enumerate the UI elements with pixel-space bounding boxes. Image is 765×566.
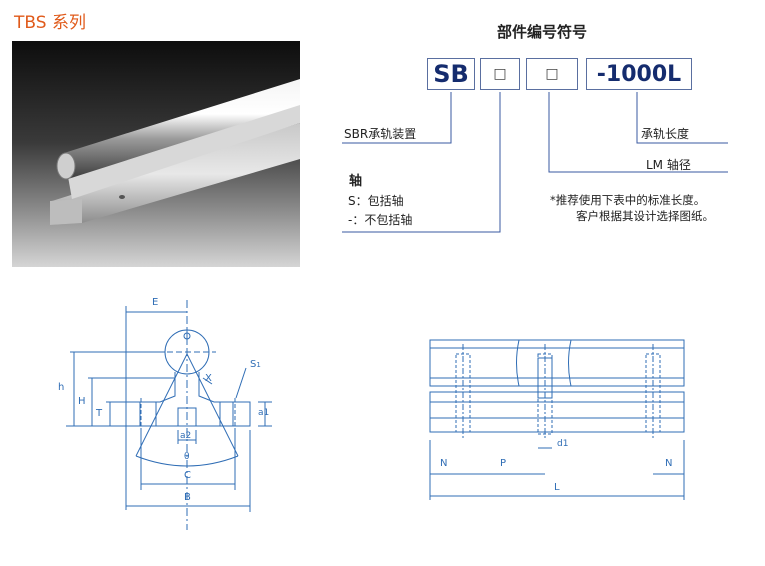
length-suffix-box: -1000L [586, 58, 692, 90]
dim-h: h [58, 382, 65, 393]
dim-L: L [554, 482, 560, 493]
part-number-heading: 部件编号符号 [497, 23, 588, 41]
dim-a2: a2 [180, 431, 192, 441]
label-shaft-included: S：包括轴 [348, 194, 404, 208]
label-base: SBR承轨装置 [344, 127, 417, 141]
dim-C: C [184, 470, 191, 481]
dim-S1: S1 [250, 359, 261, 370]
dim-a1: a1 [258, 408, 270, 418]
page-title: TBS 系列 [14, 13, 86, 33]
dim-X: X [205, 373, 212, 384]
dim-N-left: N [440, 458, 448, 469]
diameter-option-box: □ [526, 58, 578, 90]
note-line-2: 客户根据其设计选择图纸。 [576, 209, 714, 223]
dim-N-right: N [665, 458, 673, 469]
part-prefix-box: SB [427, 58, 475, 90]
dim-H: H [78, 396, 86, 407]
dim-B: B [184, 492, 191, 503]
dim-E: E [152, 297, 159, 308]
dim-T: T [96, 408, 103, 419]
label-shaft-excluded: -：不包括轴 [348, 213, 413, 227]
dim-d1: d1 [557, 439, 569, 449]
label-length: 承轨长度 [641, 127, 690, 141]
dim-theta: θ [184, 452, 190, 462]
dim-P: P [500, 458, 507, 469]
label-lm-diameter: LM 轴径 [646, 158, 691, 172]
product-photo [12, 41, 300, 267]
label-shaft-heading: 轴 [349, 174, 363, 189]
shaft-option-box: □ [480, 58, 520, 90]
note-line-1: *推荐使用下表中的标准长度。 [550, 193, 706, 207]
